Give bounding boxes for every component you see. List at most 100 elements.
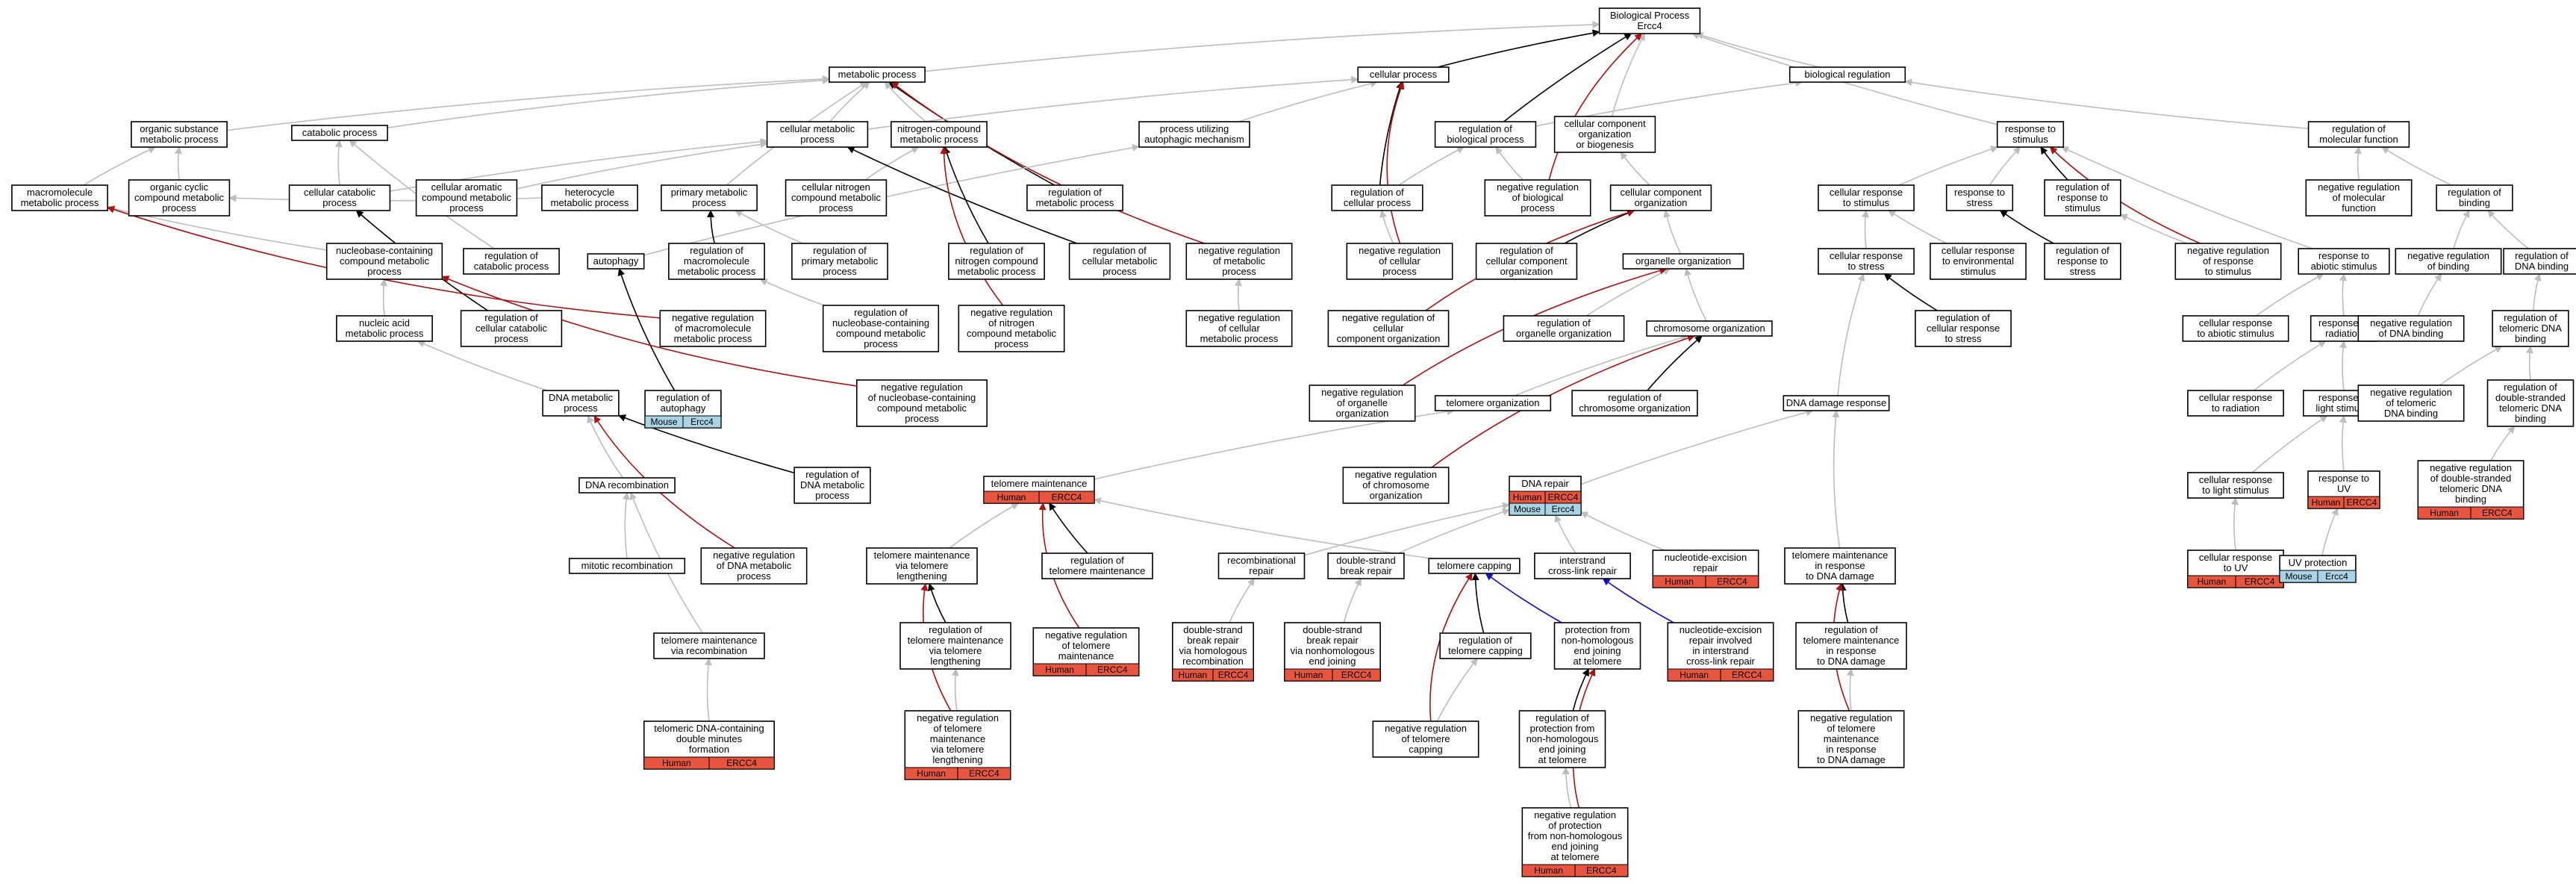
go-term-dna-damage-response[interactable]: DNA damage response — [1783, 395, 1890, 411]
go-term-biological-regulation[interactable]: biological regulation — [1788, 66, 1906, 83]
go-term-metabolic-process[interactable]: metabolic process — [829, 66, 926, 83]
go-term-autophagy[interactable]: autophagy — [587, 253, 645, 270]
go-term-mitotic-recombination[interactable]: mitotic recombination — [568, 558, 686, 574]
go-term-catabolic-process[interactable]: catabolic process — [291, 125, 388, 141]
go-term-telomere-organization[interactable]: telomere organization — [1434, 395, 1552, 411]
go-term-organelle-organization[interactable]: organelle organization — [1622, 253, 1744, 270]
go-term-cellular-process[interactable]: cellular process — [1357, 66, 1450, 83]
go-term-telomere-capping[interactable]: telomere capping — [1428, 558, 1521, 574]
go-term-regulation-of-nucleobase-cmp[interactable]: regulation ofnucleobase-containingcompou… — [822, 305, 940, 352]
go-term-negative-regulation-of-cellular-component-org[interactable]: negative regulation ofcellularcomponent … — [1327, 310, 1450, 347]
go-term-dna-recombination[interactable]: DNA recombination — [578, 477, 676, 494]
go-term-chromosome-organization[interactable]: chromosome organization — [1646, 320, 1773, 337]
